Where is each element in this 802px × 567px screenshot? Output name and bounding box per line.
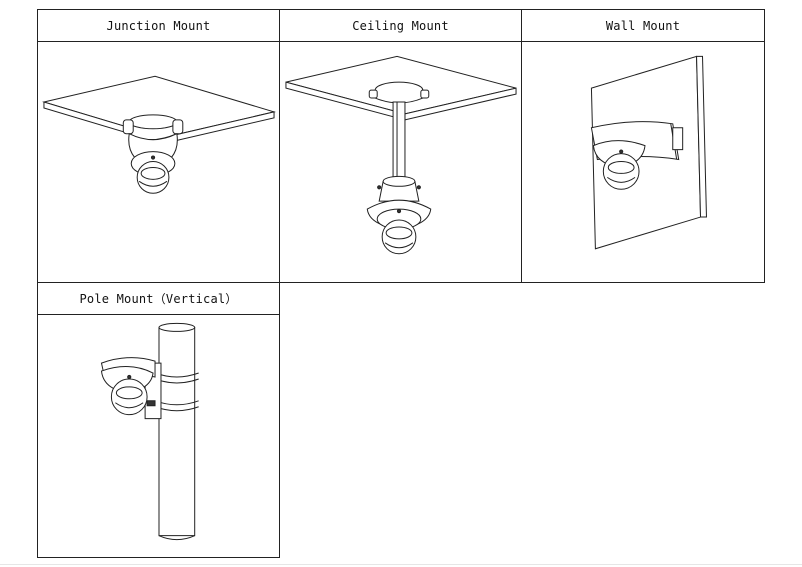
mount-title-ceiling: Ceiling Mount [280,10,521,42]
mount-cell-junction: Junction Mount [37,9,280,283]
wall-mount-drawing-icon [522,42,764,282]
mount-cell-wall: Wall Mount [521,9,765,283]
pole-mount-drawing-icon [38,315,279,557]
mount-title-wall: Wall Mount [522,10,764,42]
page-bottom-rule [0,564,802,565]
mount-title-junction: Junction Mount [38,10,279,42]
ceiling-mount-drawing-icon [280,42,521,282]
mount-cell-ceiling: Ceiling Mount [279,9,522,283]
junction-mount-drawing-icon [38,42,279,282]
mount-title-pole-vertical: Pole Mount（Vertical） [38,283,279,315]
mount-cell-pole-vertical: Pole Mount（Vertical） [37,282,280,558]
